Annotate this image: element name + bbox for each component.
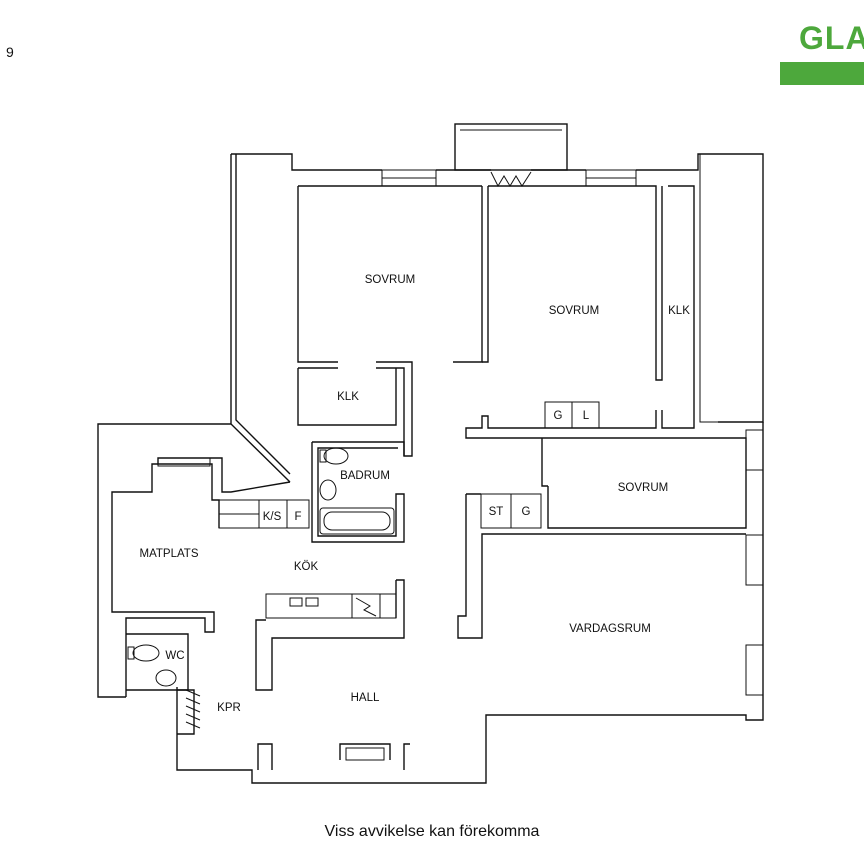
label-sovrum-2: SOVRUM [549, 305, 599, 317]
page-number: 9 [6, 44, 14, 60]
wall-badrum [311, 441, 405, 543]
label-vardagsrum: VARDAGSRUM [569, 623, 651, 635]
label-kpr: KPR [217, 702, 241, 714]
window [745, 644, 764, 696]
window [745, 429, 764, 471]
label-matplats: MATPLATS [140, 548, 199, 560]
balcony-door [490, 171, 532, 188]
brand-logo-text: GLA [799, 20, 864, 56]
label-l-closet: L [583, 410, 590, 422]
label-hall: HALL [351, 692, 380, 704]
window [745, 534, 764, 586]
label-ks: K/S [263, 511, 282, 523]
toilet [132, 644, 160, 662]
label-wc: WC [165, 650, 184, 662]
label-kok: KÖK [294, 561, 319, 573]
label-sovrum-3: SOVRUM [618, 482, 668, 494]
label-f: F [294, 511, 301, 523]
label-sovrum-1: SOVRUM [365, 274, 415, 286]
balcony [454, 123, 568, 171]
kitchen-island [265, 593, 397, 619]
brand-bar [780, 62, 864, 85]
wall-sovrum-3 [541, 438, 548, 487]
wall-kpr [177, 689, 195, 735]
label-badrum: BADRUM [340, 470, 390, 482]
label-st: ST [489, 506, 504, 518]
window [157, 457, 211, 467]
wall-sovrum-1 [297, 186, 483, 457]
wall-hall [257, 743, 410, 770]
sink [319, 479, 337, 501]
stove [351, 593, 381, 619]
wall-wc [126, 633, 189, 691]
toilet [323, 447, 349, 465]
wall-klk-1 [297, 367, 397, 426]
disclaimer: Viss avvikelse kan förekomma [324, 823, 540, 840]
label-klk-2: KLK [668, 305, 690, 317]
bathtub [319, 507, 395, 535]
entry-door [345, 747, 385, 761]
label-g-closet-2: G [522, 506, 531, 518]
label-klk-1: KLK [337, 391, 359, 403]
sink [155, 669, 177, 687]
label-g-closet: G [554, 410, 563, 422]
outer-wall [231, 153, 764, 423]
wall-sovrum-2 [465, 185, 747, 529]
